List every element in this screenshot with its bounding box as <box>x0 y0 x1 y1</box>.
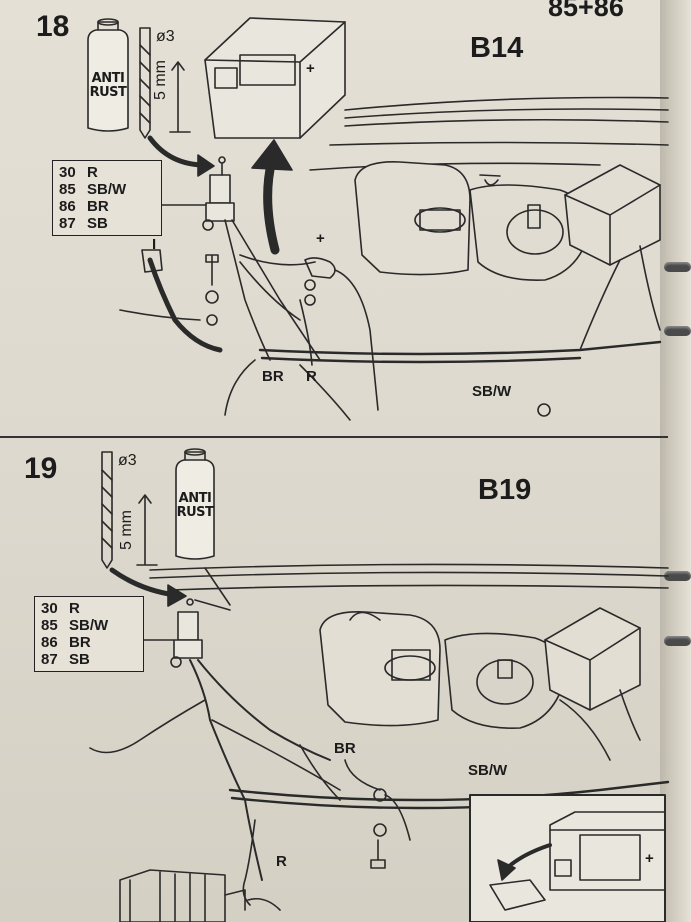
page-edge-shadow <box>660 0 691 922</box>
relay-icon <box>202 156 235 231</box>
motor-icon <box>119 869 246 922</box>
wire-label-r: R <box>306 368 317 385</box>
battery-plus-sign: + <box>306 60 315 77</box>
control-box-icon <box>544 607 641 711</box>
washer-tank-icon <box>319 611 441 727</box>
washer-tank-icon <box>354 161 471 276</box>
manual-page <box>0 0 665 922</box>
wire-label-sbw: SB/W <box>472 383 512 400</box>
wire-label-br: BR <box>334 740 356 757</box>
wiring-harness <box>224 219 321 361</box>
spray-can-label: ANTI RUST <box>89 71 127 100</box>
positive-terminal-sign: + <box>316 230 325 247</box>
step-18-illustration <box>87 17 669 421</box>
binder-ring <box>664 571 691 581</box>
spray-can-label: ANTI RUST <box>176 491 214 520</box>
step-19-illustration <box>89 448 670 922</box>
battery-icon <box>204 17 346 139</box>
drill-arrow-icon <box>109 567 178 598</box>
drill-bit-icon <box>139 27 151 139</box>
negative-terminal-sign: I <box>152 236 157 253</box>
drill-depth-label: 5 mm <box>152 60 169 100</box>
lift-arrow-icon <box>263 155 280 255</box>
wire-label-br: BR <box>262 368 284 385</box>
inset-plus-sign: + <box>645 850 654 867</box>
bolt-icon <box>370 839 386 869</box>
ground-cable <box>147 257 223 353</box>
positive-terminal-icon <box>304 257 336 279</box>
page-reference: 85+86 <box>548 0 624 22</box>
drill-depth-label: 5 mm <box>118 510 135 550</box>
wire-label-sbw: SB/W <box>468 762 508 779</box>
relay-icon <box>170 598 203 668</box>
step-number: 19 <box>24 452 58 485</box>
wire-label-r: R <box>276 853 287 870</box>
section-divider <box>0 436 668 438</box>
binder-ring <box>664 636 691 646</box>
binder-ring <box>664 262 691 272</box>
model-label: B19 <box>478 474 532 506</box>
dimension-line <box>136 494 158 566</box>
model-label: B14 <box>470 32 524 64</box>
control-box-icon <box>564 164 661 266</box>
drill-diameter-label: ø3 <box>156 28 175 45</box>
wiring-harness <box>189 659 331 881</box>
drill-bit-icon <box>101 451 113 569</box>
spray-can-icon <box>87 18 129 132</box>
main-loom <box>258 340 662 364</box>
bolt-icon <box>205 254 219 286</box>
step-number: 18 <box>36 10 70 43</box>
battery-inset <box>469 794 666 922</box>
binder-ring <box>664 326 691 336</box>
drill-diameter-label: ø3 <box>118 452 137 469</box>
spray-can-icon <box>175 448 215 560</box>
dimension-line <box>169 61 191 133</box>
